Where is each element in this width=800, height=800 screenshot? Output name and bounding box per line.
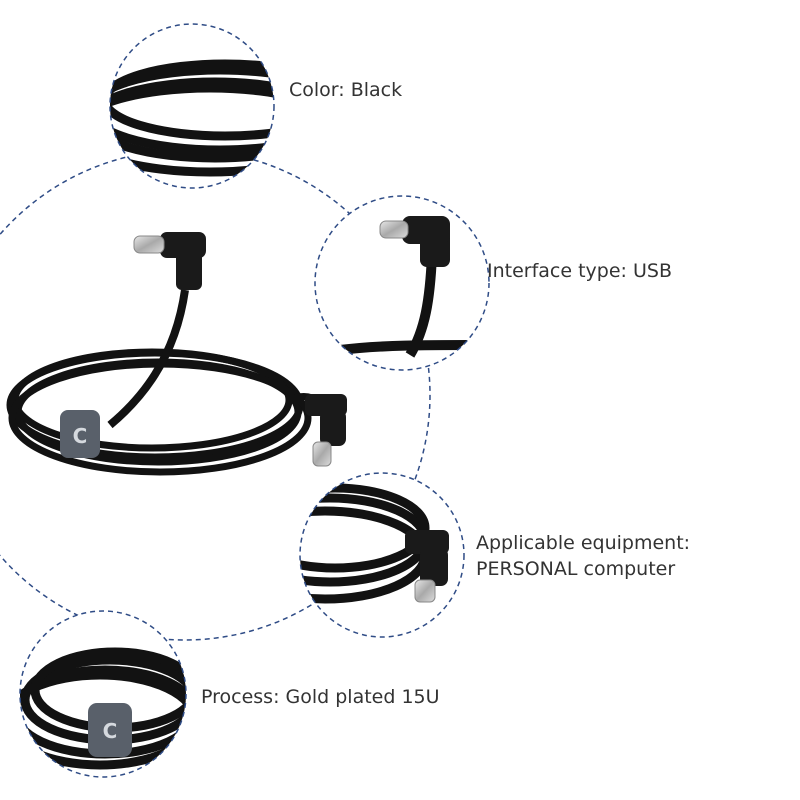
zoom-circle-interface [314,195,490,371]
main-cable-product: C [6,232,347,476]
spec-interface-label: Interface type: USB [487,260,672,282]
velcro-tag [60,410,100,458]
spec-equipment-label: Applicable equipment: PERSONAL computer [476,532,691,580]
spec-process-label: Process: Gold plated 15U [201,686,440,708]
spec-color-label: Color: Black [289,79,403,101]
velcro-tag-text-zoom: C [103,719,118,743]
zoom-circle-color [109,23,275,189]
zoom-circle-equipment [299,472,465,638]
velcro-tag-text: C [73,424,88,448]
zoom-circle-process: C [19,610,187,778]
